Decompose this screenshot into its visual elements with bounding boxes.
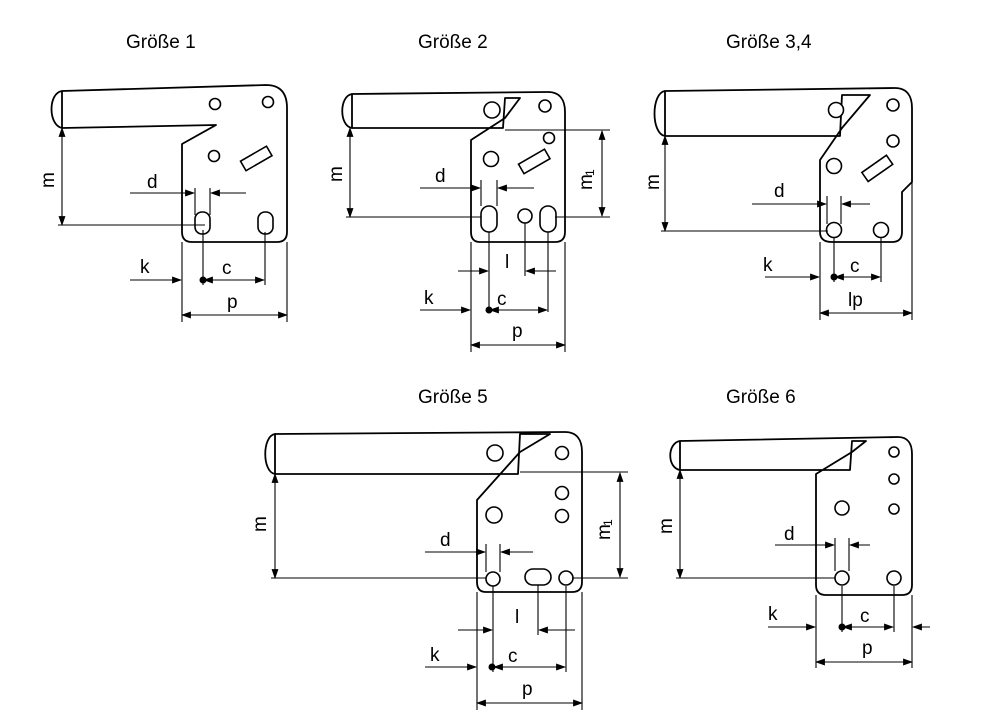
size-34-label-lp: lp xyxy=(848,290,863,311)
size-5-drawing: Größe 5 m m 1 d l xyxy=(250,387,628,710)
size-1-handle-end xyxy=(50,90,63,129)
size-1-clamp-body xyxy=(61,84,288,243)
size-1-label-m: m xyxy=(38,172,59,188)
size-2-label-m: m xyxy=(326,166,347,182)
size-5-label-m1-sub: 1 xyxy=(601,519,615,526)
size-1-title: Größe 1 xyxy=(126,32,196,53)
size-2-handle-end xyxy=(341,93,353,129)
size-34-label-c: c xyxy=(850,256,860,277)
size-2-label-m1-sub: 1 xyxy=(583,169,597,176)
size-2-label-l: l xyxy=(505,252,509,273)
size-5-clamp-body xyxy=(274,431,583,593)
size-34-label-k: k xyxy=(763,255,773,276)
size-6-label-m: m xyxy=(656,518,677,534)
size-2-label-m1: m xyxy=(576,174,597,190)
size-34-handle-end xyxy=(653,90,666,137)
size-6-label-d: d xyxy=(784,524,795,545)
size-2-label-p: p xyxy=(512,321,523,342)
size-34-title: Größe 3,4 xyxy=(726,32,812,53)
size-6-label-c: c xyxy=(860,606,870,627)
size-5-label-c: c xyxy=(508,646,518,667)
size-5-handle-end xyxy=(264,433,276,475)
size-1-label-d: d xyxy=(147,172,158,193)
size-6-drawing: Größe 6 m d k c p xyxy=(656,387,930,668)
size-1-drawing: Größe 1 m d k c p xyxy=(38,32,288,322)
size-6-title: Größe 6 xyxy=(726,387,796,408)
size-2-drawing: Größe 2 m m 1 d l xyxy=(326,32,610,352)
size-5-label-k: k xyxy=(430,645,440,666)
size-6-handle-end xyxy=(669,440,681,471)
size-2-label-d: d xyxy=(435,166,446,187)
size-6-clamp-body xyxy=(679,436,913,596)
size-34-drawing: Größe 3,4 m d k c lp xyxy=(643,32,913,320)
size-6-label-k: k xyxy=(768,604,778,625)
size-2-label-c: c xyxy=(497,289,507,310)
size-1-label-k: k xyxy=(140,257,150,278)
size-34-label-d: d xyxy=(774,181,785,202)
size-5-label-p: p xyxy=(522,679,533,700)
size-5-label-l: l xyxy=(515,607,519,628)
size-2-title: Größe 2 xyxy=(418,32,488,53)
size-2-label-k: k xyxy=(424,288,434,309)
size-5-label-d: d xyxy=(440,530,451,551)
size-5-label-m1: m xyxy=(594,524,615,540)
size-6-label-p: p xyxy=(862,638,873,659)
size-34-label-m: m xyxy=(643,174,664,190)
size-1-label-p: p xyxy=(227,292,238,313)
size-5-label-m: m xyxy=(250,516,271,532)
size-1-label-c: c xyxy=(222,258,232,279)
size-5-title: Größe 5 xyxy=(418,387,488,408)
